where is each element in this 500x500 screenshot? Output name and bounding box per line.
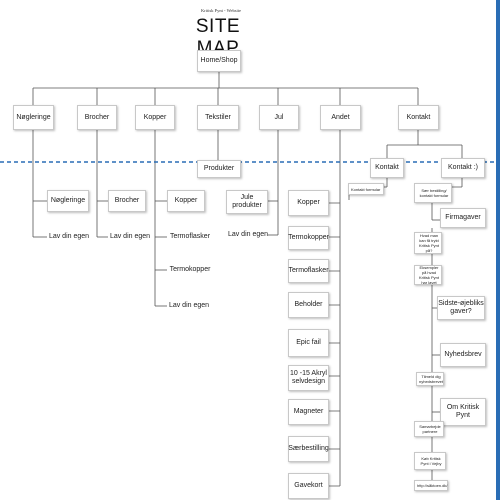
node-andet-epic-fail: Epic fail	[288, 329, 329, 357]
node-kontakt-right: Kontakt :)	[441, 158, 485, 178]
note-firmagaver-tryk: Hvad man kan få trykt Kritisk Pynt på?	[414, 232, 442, 254]
node-andet-beholder: Beholder	[288, 292, 329, 318]
node-sidste-oejebliks: Sidste-øjebliks gaver?	[437, 296, 485, 320]
node-kopper: Kopper	[135, 105, 175, 130]
note-nyhedsbrev-tilmeld: Tilmeld dig nyhedsbrevet	[416, 372, 444, 386]
node-jul: Jul	[259, 105, 299, 130]
node-jul-produkter: Jule produkter	[226, 190, 268, 214]
node-andet-kopper: Kopper	[288, 190, 329, 216]
node-om-kritisk-pynt: Om Kritisk Pynt	[440, 398, 486, 426]
node-tekstiler: Tekstiler	[197, 105, 239, 130]
node-andet-gavekort: Gavekort	[288, 473, 329, 499]
node-kopper-kopper: Kopper	[167, 190, 205, 212]
node-firmagaver: Firmagaver	[440, 208, 486, 228]
node-brocher-item: Brocher	[108, 190, 146, 212]
node-nyhedsbrev: Nyhedsbrev	[440, 343, 486, 367]
node-kontakt-left: Kontakt	[370, 158, 404, 178]
node-andet-saerbestilling: Særbestilling	[288, 436, 329, 462]
node-andet-magneter: Magneter	[288, 399, 329, 425]
note-kontakt-formular: Kontakt formular	[348, 183, 384, 195]
node-kontakt: Kontakt	[398, 105, 439, 130]
node-noegleringe-item: Nøgleringe	[47, 190, 89, 212]
note-samarbejde: Samarbejde partnere	[414, 421, 444, 437]
node-brocher-lav: Lav din egen	[109, 233, 151, 240]
note-url: http://såktoen.dk/	[414, 480, 448, 491]
diagram-subtitle: Kritisk Pynt - Website	[201, 8, 241, 13]
node-kopper-termoflasker: Termoflasker	[169, 233, 211, 240]
node-home-shop: Home/Shop	[197, 50, 241, 72]
node-kopper-termokopper: Termokopper	[169, 266, 211, 273]
node-jul-lav: Lav din egen	[227, 231, 269, 238]
node-andet-termoflasker: Termoflasker	[288, 259, 329, 283]
right-edge-bar	[496, 0, 500, 500]
node-kopper-lav: Lav din egen	[168, 302, 210, 309]
note-firmagaver-eksempler: Eksempler på hvad Kritisk Pynt har lavet	[414, 265, 442, 285]
node-brocher: Brocher	[77, 105, 117, 130]
node-produkter: Produkter	[197, 160, 241, 178]
note-saerbestilling: Sær bestilling/ kontakt formular	[414, 183, 452, 203]
node-noegleringe: Nøgleringe	[13, 105, 54, 130]
node-andet-akryl: 10 -15 Akryl selvdesign	[288, 365, 329, 391]
node-andet: Andet	[320, 105, 361, 130]
note-koeb-vejby: Køb Kritisk Pynt i Vejby	[414, 452, 446, 470]
node-andet-termokopper: Termokopper	[288, 226, 329, 250]
node-noegleringe-lav: Lav din egen	[48, 233, 90, 240]
